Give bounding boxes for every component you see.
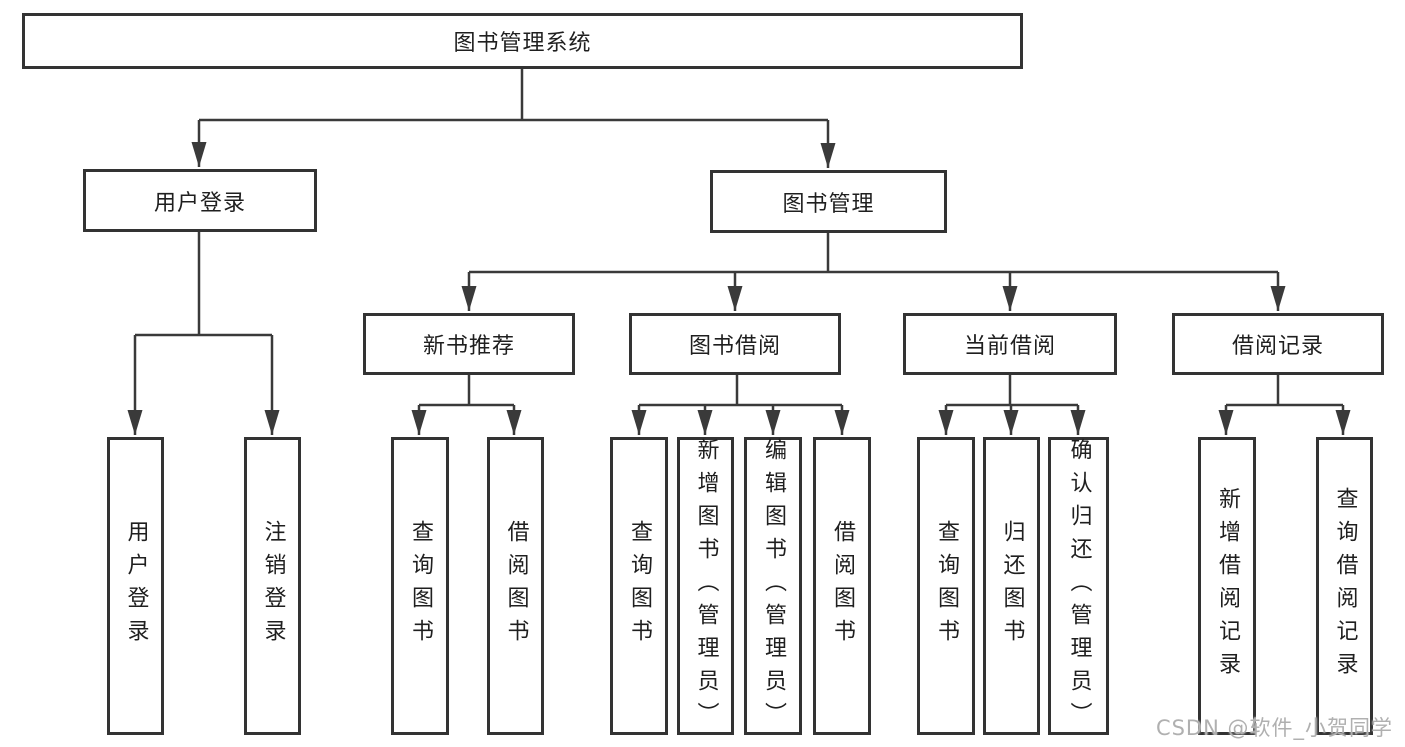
leaf-add-borrow-record: 新增借阅记录: [1198, 437, 1256, 735]
node-current-borrow-label: 当前借阅: [963, 334, 1056, 359]
leaf-confirm-return-admin: 确认归还（管理员）: [1048, 437, 1109, 735]
node-borrow-records: 借阅记录: [1172, 313, 1384, 375]
leaf-query-books-2: 查询图书: [610, 437, 668, 735]
node-book-borrow-label: 图书借阅: [688, 334, 781, 359]
leaf-logout-label: 注销登录: [260, 520, 286, 652]
node-book-management: 图书管理: [710, 170, 947, 233]
leaf-confirm-return-admin-label: 确认归还（管理员）: [1066, 437, 1092, 735]
node-borrow-records-label: 借阅记录: [1231, 334, 1324, 359]
leaf-return-books-label: 归还图书: [999, 520, 1025, 652]
leaf-query-books-2-label: 查询图书: [627, 520, 652, 652]
leaf-borrow-books-1-label: 借阅图书: [503, 520, 529, 652]
leaf-borrow-books-2-label: 借阅图书: [830, 520, 855, 652]
leaf-add-borrow-record-label: 新增借阅记录: [1215, 487, 1240, 685]
node-user-login: 用户登录: [83, 169, 317, 232]
leaf-query-books-3-label: 查询图书: [934, 520, 959, 652]
node-user-login-label: 用户登录: [153, 190, 246, 216]
leaf-borrow-books-1: 借阅图书: [487, 437, 544, 735]
leaf-add-books-admin: 新增图书（管理员）: [677, 437, 734, 735]
leaf-add-books-admin-label: 新增图书（管理员）: [693, 437, 719, 735]
node-new-book-recommend: 新书推荐: [363, 313, 575, 375]
leaf-logout: 注销登录: [244, 437, 301, 735]
leaf-edit-books-admin: 编辑图书（管理员）: [744, 437, 802, 735]
leaf-user-login: 用户登录: [107, 437, 164, 735]
node-root-label: 图书管理系统: [453, 31, 592, 56]
leaf-return-books: 归还图书: [983, 437, 1040, 735]
leaf-borrow-books-2: 借阅图书: [813, 437, 871, 735]
leaf-query-borrow-record: 查询借阅记录: [1316, 437, 1373, 735]
leaf-query-books-1-label: 查询图书: [408, 520, 433, 652]
leaf-user-login-label: 用户登录: [123, 520, 149, 652]
leaf-query-borrow-record-label: 查询借阅记录: [1332, 487, 1358, 685]
leaf-query-books-1: 查询图书: [391, 437, 449, 735]
csdn-watermark: CSDN @软件_小贺同学: [1155, 716, 1393, 740]
node-current-borrow: 当前借阅: [903, 313, 1117, 375]
node-book-borrow: 图书借阅: [629, 313, 841, 375]
node-book-management-label: 图书管理: [782, 191, 875, 217]
node-new-book-recommend-label: 新书推荐: [422, 334, 515, 359]
node-root: 图书管理系统: [22, 13, 1023, 69]
leaf-query-books-3: 查询图书: [917, 437, 975, 735]
leaf-edit-books-admin-label: 编辑图书（管理员）: [761, 437, 786, 735]
